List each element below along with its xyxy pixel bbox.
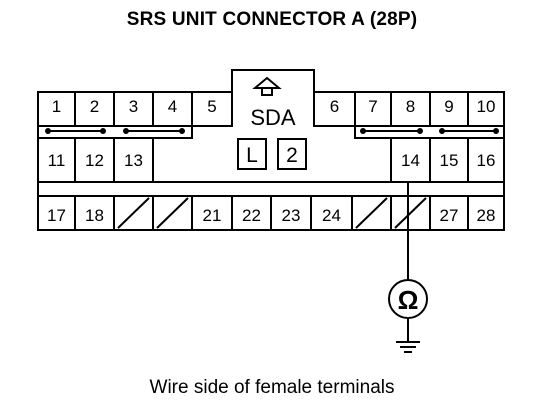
diagram-title: SRS UNIT CONNECTOR A (28P) — [126, 9, 418, 30]
key-label: 2 — [286, 144, 298, 167]
shorting-bar-end — [123, 128, 129, 134]
pin-number: 3 — [129, 97, 138, 116]
pin-number: 18 — [85, 206, 104, 225]
shorting-bar-end — [493, 128, 499, 134]
terminal-cell — [467, 195, 505, 231]
pin-number: 7 — [368, 97, 377, 116]
pin-number: 5 — [207, 97, 216, 116]
key-label: L — [246, 144, 258, 167]
pin-number: 9 — [444, 97, 453, 116]
diagram-caption: Wire side of female terminals — [149, 377, 395, 398]
pin-number: 4 — [168, 97, 177, 116]
ohm-symbol: Ω — [398, 285, 419, 315]
pin-number: 17 — [47, 206, 66, 225]
pin-number: 10 — [477, 97, 496, 116]
shorting-bar-end — [45, 128, 51, 134]
pin-number: 24 — [322, 206, 341, 225]
pin-number: 13 — [124, 151, 143, 170]
pin-number: 16 — [477, 151, 496, 170]
pin-number: 2 — [90, 97, 99, 116]
lock-label: SDA — [250, 105, 296, 130]
unused-terminal-slash — [394, 197, 427, 229]
shorting-bar-end — [179, 128, 185, 134]
shorting-bar-end — [417, 128, 423, 134]
pin-number: 21 — [203, 206, 222, 225]
key-box — [237, 138, 267, 170]
pin-number: 12 — [85, 151, 104, 170]
shorting-bar-end — [360, 128, 366, 134]
shorting-bar-end — [439, 128, 445, 134]
terminal-cell — [467, 91, 505, 127]
pin-number: 14 — [401, 151, 420, 170]
pin-number: 23 — [282, 206, 301, 225]
pin-number: 1 — [52, 97, 61, 116]
pin-number: 28 — [477, 206, 496, 225]
lock-arrow-icon — [252, 76, 282, 96]
pin-number: 15 — [440, 151, 459, 170]
terminal-cell — [467, 137, 505, 183]
pin-number: 11 — [48, 151, 66, 170]
terminal-cell — [113, 137, 154, 183]
unused-terminal-slash — [117, 197, 150, 229]
shorting-bar-end — [100, 128, 106, 134]
pin-number: 22 — [242, 206, 261, 225]
unused-terminal-slash — [355, 197, 388, 229]
unused-terminal-slash — [156, 197, 189, 229]
key-box — [277, 138, 307, 170]
pin-number: 8 — [406, 97, 415, 116]
terminal-cell — [191, 91, 233, 127]
pin-number: 27 — [440, 206, 459, 225]
ohmmeter-circuit: Ω — [388, 182, 428, 353]
pin-number: 6 — [330, 97, 339, 116]
